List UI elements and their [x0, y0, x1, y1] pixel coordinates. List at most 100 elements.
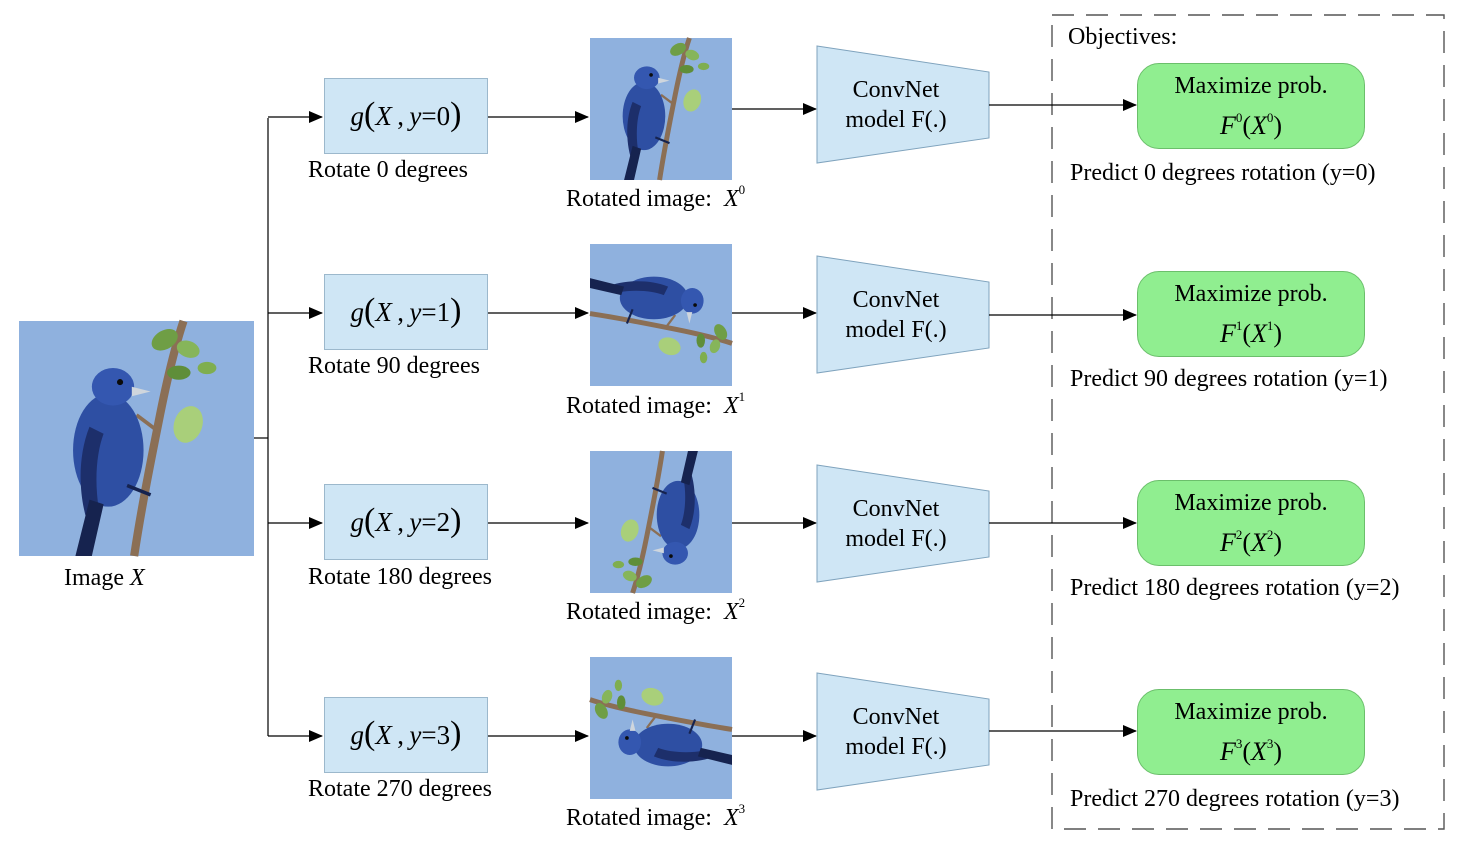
paren: ( [1242, 111, 1251, 140]
convnet-label: ConvNet model F(.) [810, 702, 982, 762]
transform-function: g [350, 506, 365, 537]
objective-formula: F3(X3) [1220, 728, 1282, 768]
rotate-label: Rotate 90 degrees [308, 353, 480, 379]
transform-input-symbol: X [375, 100, 392, 131]
transform-label-value: 0 [436, 100, 451, 131]
rotated-superscript: 1 [738, 389, 746, 404]
paren: ( [1242, 737, 1251, 766]
formula-sup-X: 1 [1266, 318, 1274, 333]
transform-input-symbol: X [375, 719, 392, 750]
transform-label-value: 1 [436, 296, 451, 327]
objective-box: Maximize prob.F3(X3) [1137, 689, 1365, 775]
transform-input-symbol: X [375, 296, 392, 327]
caption-text: Rotated image: [566, 393, 712, 419]
convnet-shape [816, 45, 990, 164]
convnet-line2: model F(.) [845, 107, 947, 133]
objective-box: Maximize prob.F1(X1) [1137, 271, 1365, 357]
paren: ) [1273, 737, 1283, 766]
rotate-label: Rotate 0 degrees [308, 157, 468, 183]
paren: ( [364, 502, 376, 539]
caption-text: Rotated image: [566, 599, 712, 625]
rotated-superscript: 2 [738, 595, 746, 610]
rotated-image [590, 657, 732, 799]
objectives-region [1051, 14, 1445, 830]
rotated-superscript: 0 [738, 182, 746, 197]
paren: ( [1242, 528, 1251, 557]
transform-box: g(X , y=0) [324, 78, 488, 154]
predict-label: Predict 90 degrees rotation (y=1) [1070, 366, 1388, 392]
comma: , [391, 296, 410, 327]
paren: ( [364, 96, 376, 133]
comma: , [391, 719, 410, 750]
formula-F: F [1219, 528, 1236, 557]
rotated-image [590, 244, 732, 386]
convnet-line1: ConvNet [852, 704, 940, 730]
objective-box: Maximize prob.F2(X2) [1137, 480, 1365, 566]
formula-sup-F: 3 [1235, 736, 1243, 751]
equals: = [421, 506, 437, 537]
formula-F: F [1219, 737, 1236, 766]
objective-title: Maximize prob. [1174, 73, 1328, 99]
caption-text: Rotated image: [566, 186, 712, 212]
convnet-shape [816, 672, 990, 791]
transform-function: g [350, 296, 365, 327]
rotated-image-caption: Rotated image: X0 [566, 182, 745, 213]
convnet-line2: model F(.) [845, 734, 947, 760]
paren: ) [1273, 528, 1283, 557]
transform-box: g(X , y=1) [324, 274, 488, 350]
formula-X: X [1251, 737, 1267, 766]
paren: ( [1242, 319, 1251, 348]
transform-function: g [350, 719, 365, 750]
rotated-symbol: X [723, 805, 739, 831]
input-image [19, 321, 254, 556]
paren: ) [450, 502, 462, 539]
rotated-image-caption: Rotated image: X2 [566, 595, 745, 626]
objective-title: Maximize prob. [1174, 281, 1328, 307]
transform-label-value: 3 [436, 719, 451, 750]
convnet-shape [816, 464, 990, 583]
paren: ( [364, 292, 376, 329]
space [712, 805, 724, 831]
transform-input-symbol: X [375, 506, 392, 537]
formula-X: X [1251, 528, 1267, 557]
formula-sup-F: 0 [1235, 110, 1243, 125]
rotated-image-caption: Rotated image: X1 [566, 389, 745, 420]
predict-label: Predict 0 degrees rotation (y=0) [1070, 160, 1376, 186]
formula-F: F [1219, 319, 1236, 348]
objective-formula: F1(X1) [1220, 310, 1282, 350]
formula-X: X [1251, 319, 1267, 348]
input-caption: Image X [64, 565, 145, 591]
objective-formula: F2(X2) [1220, 519, 1282, 559]
rotated-symbol: X [723, 393, 739, 419]
equals: = [421, 100, 437, 131]
rotated-image [590, 451, 732, 593]
paren: ) [450, 96, 462, 133]
transform-box: g(X , y=2) [324, 484, 488, 560]
equals: = [421, 296, 437, 327]
convnet-line1: ConvNet [852, 287, 940, 313]
space [712, 599, 724, 625]
rotated-symbol: X [723, 599, 739, 625]
equals: = [421, 719, 437, 750]
transform-label-symbol: y [409, 100, 422, 131]
predict-label: Predict 180 degrees rotation (y=2) [1070, 575, 1400, 601]
convnet-shape [816, 255, 990, 374]
rotated-symbol: X [723, 186, 739, 212]
formula-X: X [1251, 111, 1267, 140]
objective-title: Maximize prob. [1174, 699, 1328, 725]
paren: ) [1273, 111, 1283, 140]
formula-sup-X: 0 [1266, 110, 1274, 125]
objectives-title: Objectives: [1068, 24, 1178, 50]
rotate-label: Rotate 270 degrees [308, 776, 492, 802]
caption-text: Rotated image: [566, 805, 712, 831]
comma: , [391, 506, 410, 537]
transform-box: g(X , y=3) [324, 697, 488, 773]
formula-F: F [1219, 111, 1236, 140]
formula-sup-X: 3 [1266, 736, 1274, 751]
rotated-superscript: 3 [738, 801, 746, 816]
comma: , [391, 100, 410, 131]
rotated-image-caption: Rotated image: X3 [566, 801, 745, 832]
